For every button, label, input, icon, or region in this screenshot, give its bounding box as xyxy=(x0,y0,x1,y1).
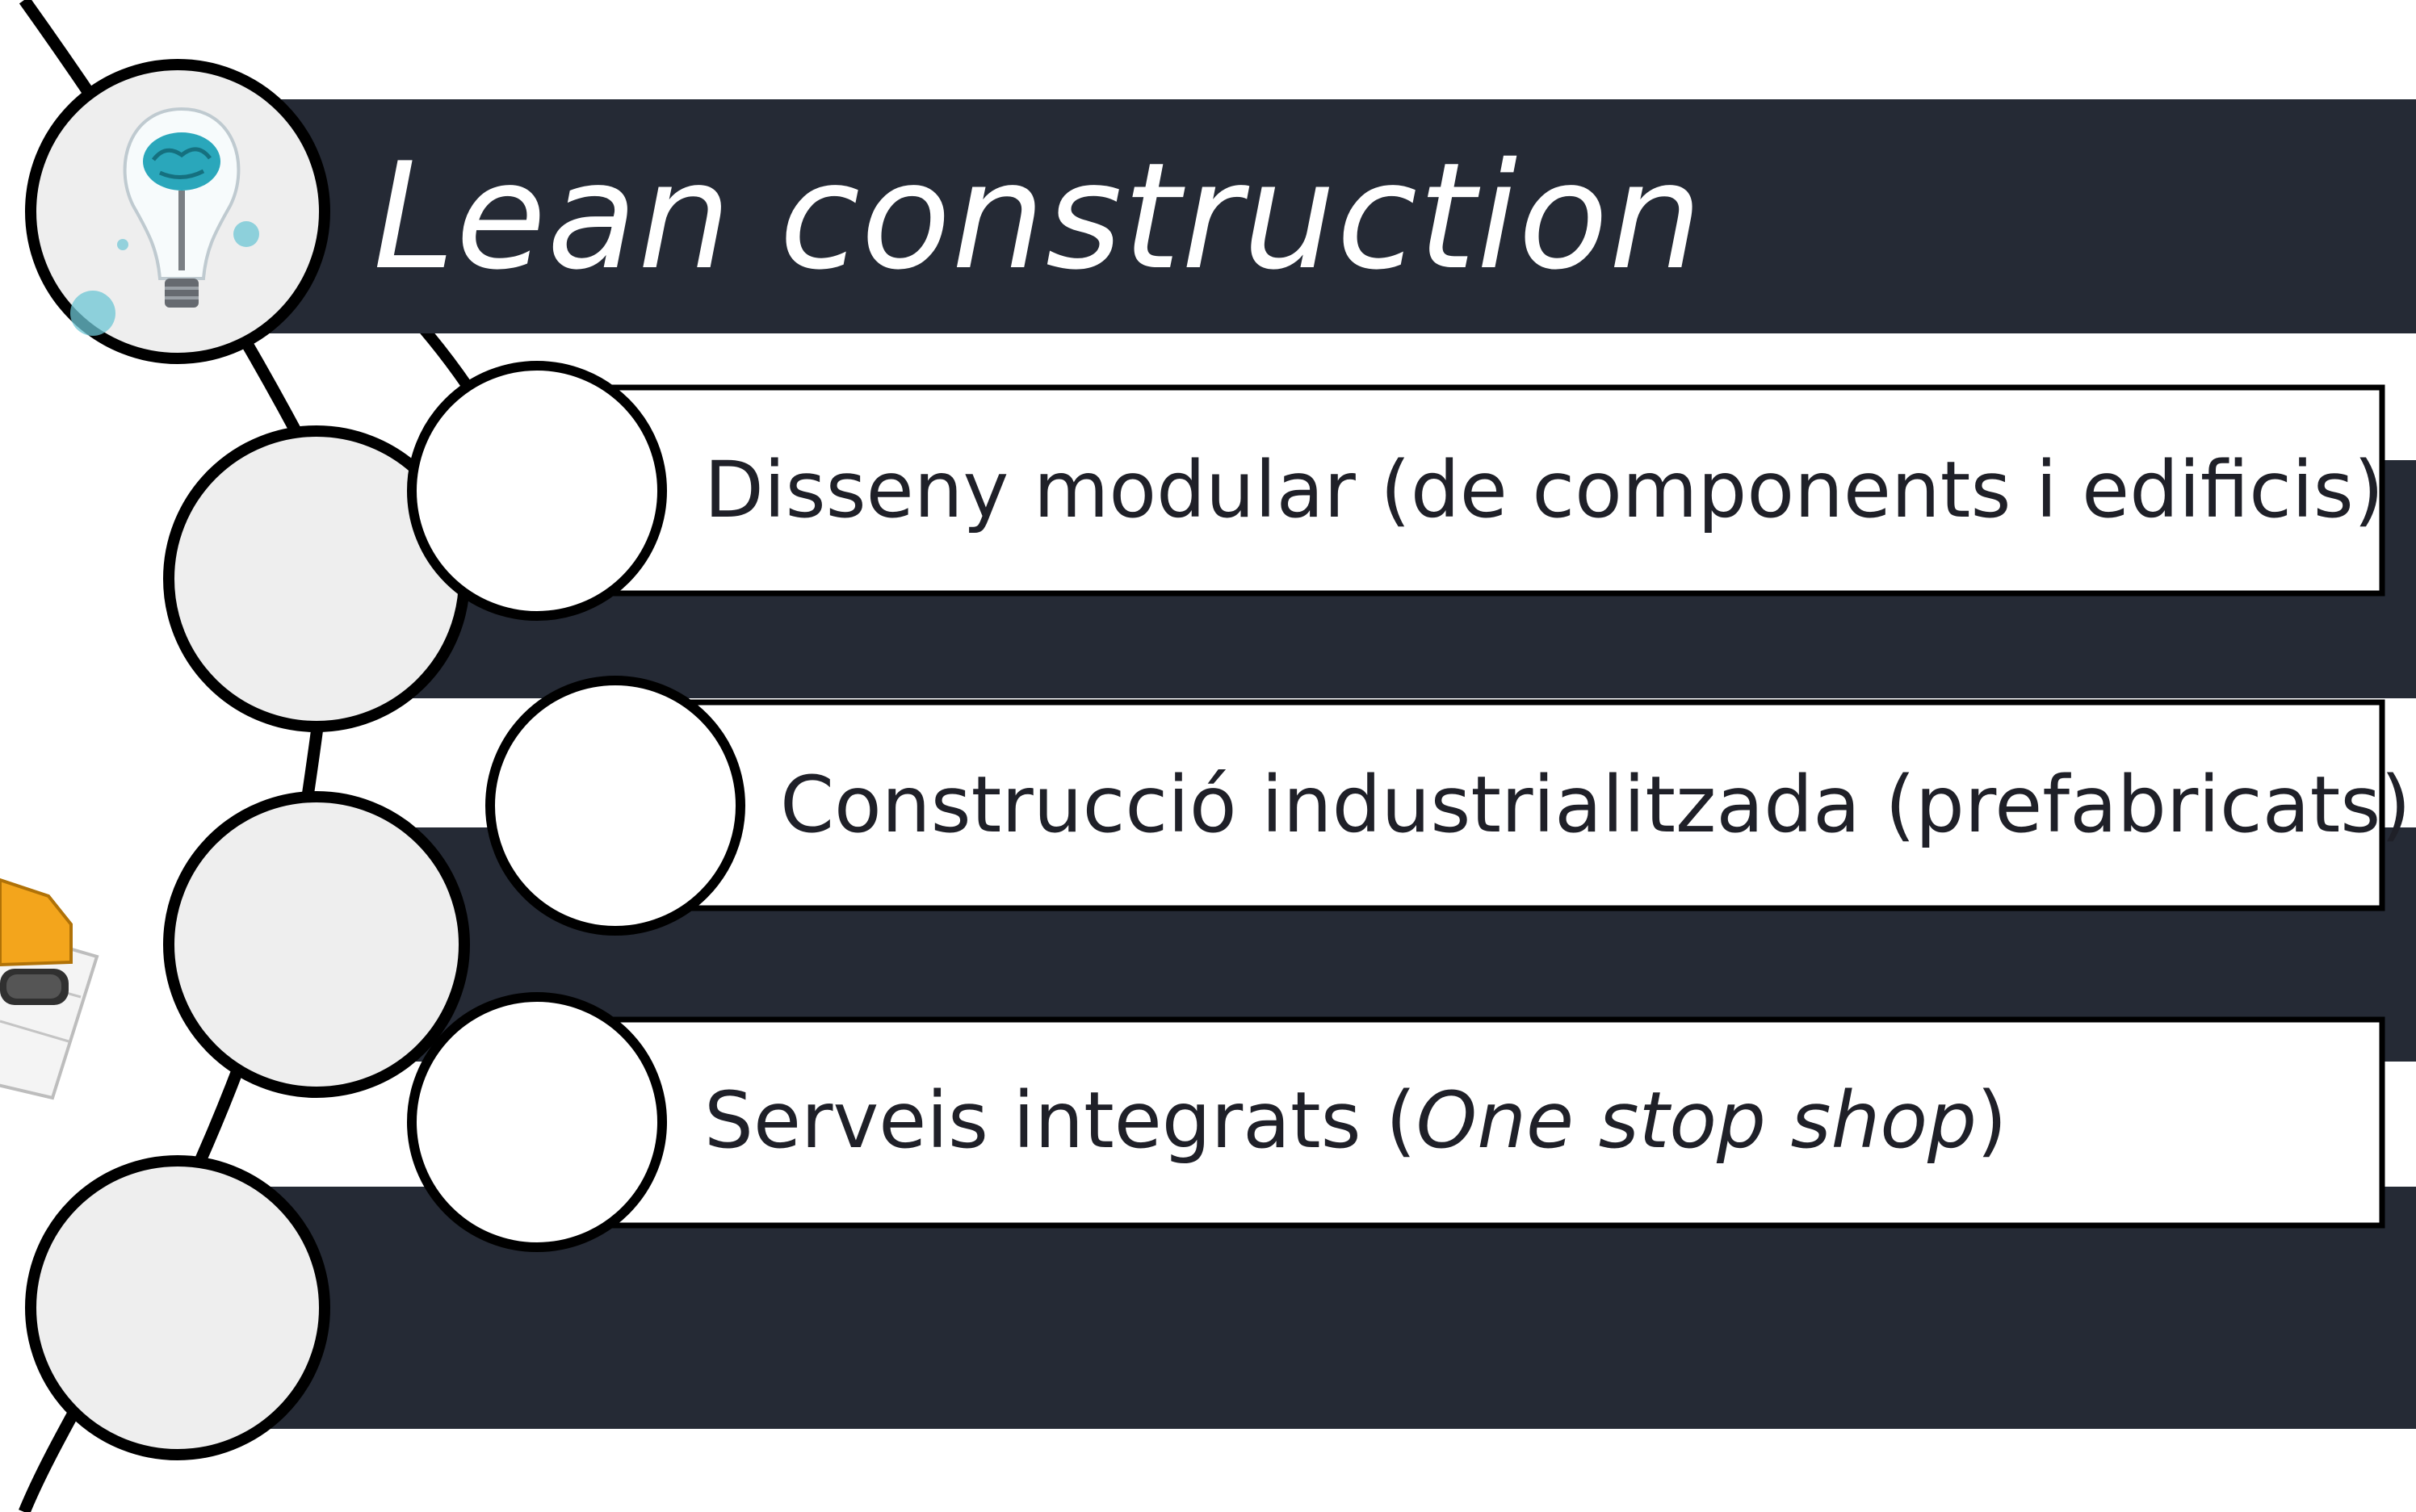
title-band xyxy=(234,99,2416,333)
item-label-1: Disseny modular (de components i edifici… xyxy=(704,445,2385,535)
item-label-3: Serveis integrats (One stop shop) xyxy=(704,1072,2007,1169)
diagram-title: Lean construction xyxy=(373,131,1703,302)
item-label-3-prefix: Serveis integrats ( xyxy=(704,1075,1416,1166)
excavator-icon xyxy=(0,877,99,1100)
item-label-2: Construcció industrialitzada (prefabrica… xyxy=(780,760,2411,850)
outer-circle-3 xyxy=(25,1155,330,1460)
item-box-3 xyxy=(534,1016,2385,1229)
item-circle-1 xyxy=(407,361,667,621)
item-circle-3 xyxy=(407,992,667,1252)
item-circle-2 xyxy=(485,676,745,936)
outer-circle-2 xyxy=(163,791,470,1098)
lightbulb-brain-icon xyxy=(70,107,259,336)
item-label-3-suffix: ) xyxy=(1976,1075,2007,1166)
item-box-2 xyxy=(610,699,2385,911)
item-box-1 xyxy=(534,384,2385,597)
item-label-3-italic: One stop shop xyxy=(1416,1075,1977,1166)
